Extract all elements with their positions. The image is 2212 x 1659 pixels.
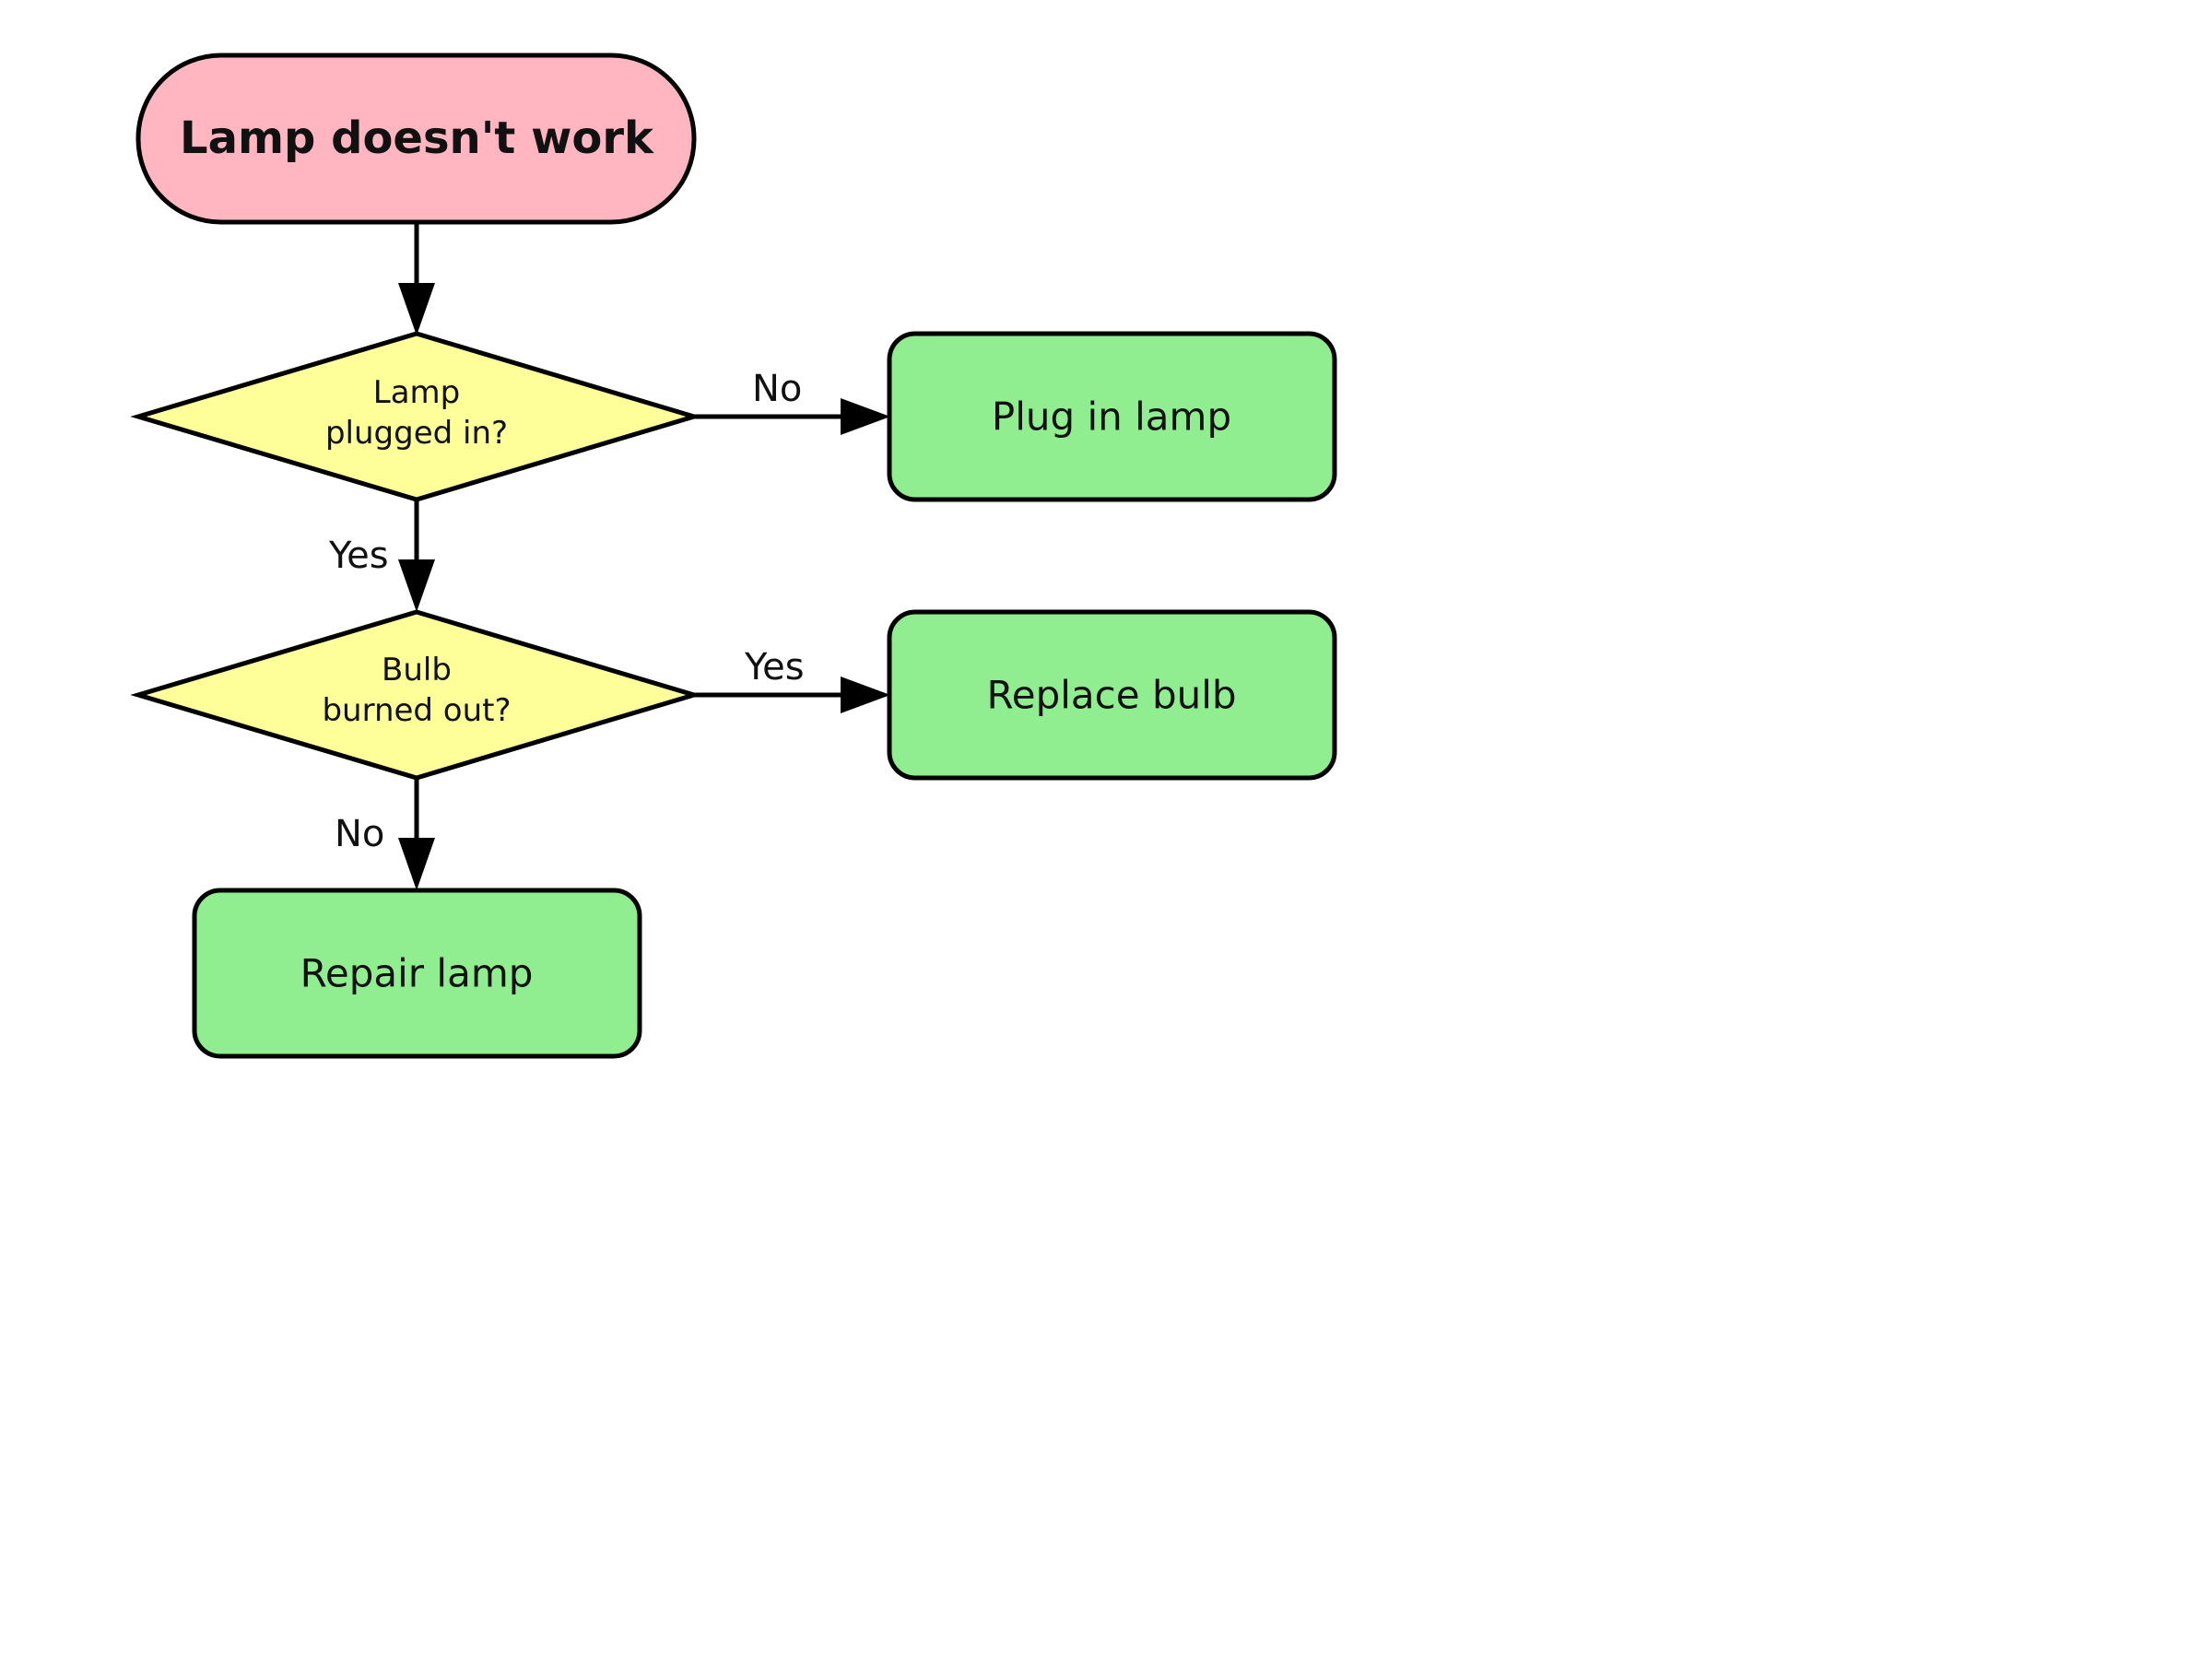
action-node-plug-in-lamp-label: Plug in lamp	[992, 394, 1231, 440]
action-node-plug-in-lamp: Plug in lamp	[887, 331, 1337, 502]
decision-node-plugged-in-label-line2: plugged in?	[325, 415, 508, 452]
action-node-repair-lamp: Repair lamp	[192, 888, 642, 1059]
edge-bulb-no: No	[335, 779, 435, 890]
decision-node-bulb-burned-out: Bulb burned out?	[130, 609, 702, 781]
edge-label-no-2: No	[335, 813, 384, 855]
action-node-plug-in-lamp-shape	[887, 331, 1337, 502]
decision-node-plugged-in-shape	[130, 331, 702, 502]
decision-node-plugged-in: Lamp plugged in?	[130, 331, 702, 502]
start-node-shape	[135, 53, 697, 225]
start-node: Lamp doesn't work	[135, 53, 697, 225]
action-node-replace-bulb-label: Replace bulb	[986, 673, 1236, 718]
action-node-repair-lamp-shape	[192, 888, 642, 1059]
edge-bulb-yes: Yes	[695, 646, 890, 713]
action-node-replace-bulb: Replace bulb	[887, 609, 1337, 781]
decision-node-bulb-burned-out-shape	[130, 609, 702, 781]
edge-label-yes-1: Yes	[328, 535, 389, 577]
start-node-label: Lamp doesn't work	[180, 112, 654, 164]
action-node-repair-lamp-label: Repair lamp	[300, 951, 534, 996]
edge-label-no-1: No	[752, 368, 802, 410]
decision-node-plugged-in-label-line1: Lamp	[373, 374, 460, 411]
action-node-replace-bulb-shape	[887, 609, 1337, 781]
edge-start-to-plugged	[398, 223, 435, 335]
edge-plugged-no: No	[695, 368, 890, 435]
decision-node-bulb-burned-out-label-line2: burned out?	[322, 692, 511, 729]
edge-plugged-yes: Yes	[328, 500, 435, 612]
edge-label-yes-2: Yes	[744, 646, 805, 688]
decision-node-bulb-burned-out-label-line1: Bulb	[382, 652, 452, 688]
